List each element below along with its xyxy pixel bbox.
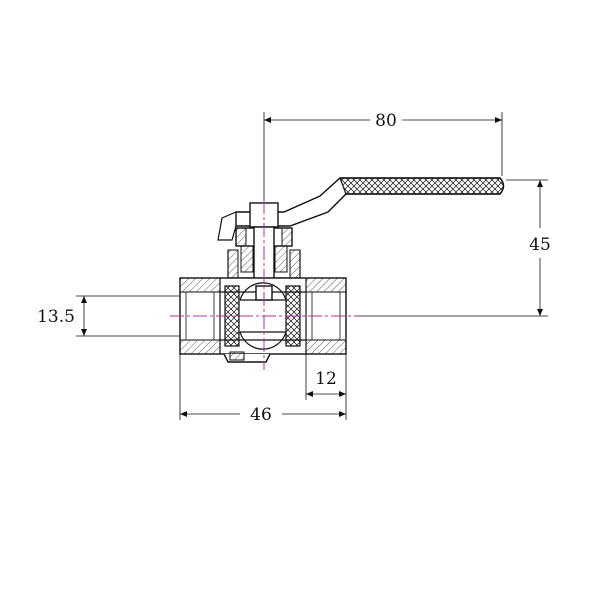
dimension-12-label: 12 [315,369,337,389]
dimension-handle-length: 80 [263,111,503,200]
dimension-thread-length: 12 [305,354,347,420]
dimension-13-5-label: 13.5 [37,307,75,327]
lever-handle [217,177,505,241]
dimension-body-length: 46 [179,354,346,425]
dimension-bore: 13.5 [37,295,180,337]
dimension-45-label: 45 [529,235,551,255]
dimension-height: 45 [358,179,551,317]
dimension-80-label: 80 [375,111,397,131]
dimension-46-label: 46 [250,405,272,425]
centerlines [170,200,358,370]
